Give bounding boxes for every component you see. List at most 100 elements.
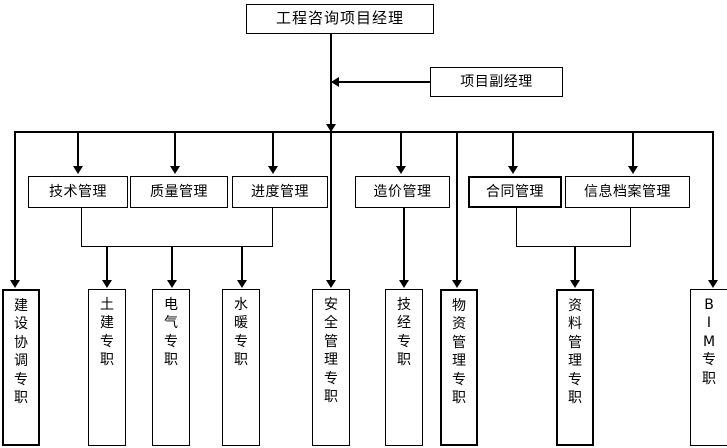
stem-bus-to-safety [330, 131, 332, 283]
arrowhead-to-bim [708, 280, 718, 288]
arrowhead-to-quality [170, 166, 180, 174]
node-department-cost: 造价管理 [355, 176, 450, 208]
stem-bus-to-bim [712, 131, 714, 283]
stem-bus-to-cost [400, 131, 402, 168]
drop-schedule-to-mergebus [272, 208, 273, 247]
arrowhead-to-info-archive [628, 166, 638, 174]
vertical-label-char: M [702, 333, 716, 350]
vertical-label-char: 专 [100, 333, 114, 350]
stem-bus-to-tech [77, 131, 79, 168]
node-staff-hvac: 水暖专职 [222, 289, 260, 446]
node-deputy-manager: 项目副经理 [430, 67, 563, 97]
mergebus-left [81, 246, 273, 247]
vertical-label-char: 职 [164, 352, 178, 369]
vertical-label-char: 经 [397, 315, 411, 332]
stem-mergebus-to-documents [574, 246, 576, 283]
arrowhead-to-technical-economics [399, 280, 409, 288]
vertical-label-char: 专 [164, 333, 178, 350]
node-staff-hvac-label: 水暖专职 [223, 296, 259, 370]
arrowhead-to-hvac [237, 280, 247, 288]
vertical-label-char: 职 [234, 352, 248, 369]
vertical-label-char: 专 [324, 370, 338, 387]
node-department-schedule: 进度管理 [232, 176, 328, 208]
vertical-label-char: 建 [100, 315, 114, 332]
drop-info-archive-to-mergebus [630, 208, 631, 247]
arrowhead-to-documents [570, 280, 580, 288]
vertical-label-char: 土 [100, 297, 114, 313]
vertical-label-char: 电 [164, 297, 178, 313]
stem-bus-to-schedule [272, 131, 274, 168]
node-staff-documents: 资料管理专职 [556, 289, 594, 446]
stem-bus-to-materials [456, 131, 458, 283]
vertical-label-char: 职 [324, 389, 338, 406]
vertical-label-char: 安 [324, 297, 338, 313]
arrowhead-to-contract [508, 166, 518, 174]
vertical-label-char: 职 [702, 370, 716, 387]
node-staff-civil: 土建专职 [88, 289, 126, 446]
vertical-label-char: 理 [452, 353, 466, 370]
vertical-label-char: 职 [568, 390, 582, 407]
vertical-label-char: 职 [14, 390, 28, 407]
node-staff-construction-coordination: 建设协调专职 [2, 289, 40, 446]
vertical-label-char: 专 [702, 352, 716, 369]
stem-bus-to-info-archive [632, 131, 634, 168]
node-department-schedule-label: 进度管理 [251, 183, 309, 200]
vertical-label-char: 职 [100, 352, 114, 369]
stem-mergebus-to-hvac [241, 246, 243, 283]
arrowhead-spine-to-bus [326, 124, 336, 132]
mergebus-right [516, 246, 631, 247]
node-staff-materials-label: 物资管理专职 [442, 297, 476, 408]
arrowhead-to-electrical [167, 280, 177, 288]
node-department-quality-label: 质量管理 [150, 183, 208, 200]
connector-deputy-to-spine [338, 81, 431, 83]
arrowhead-to-tech [73, 166, 83, 174]
arrowhead-deputy-to-spine [331, 77, 339, 87]
stem-bus-to-quality [174, 131, 176, 168]
drop-contract-to-mergebus [516, 208, 517, 247]
arrowhead-to-cost [396, 166, 406, 174]
node-staff-electrical-label: 电气专职 [153, 296, 189, 370]
vertical-label-char: 料 [568, 316, 582, 333]
vertical-label-char: 专 [397, 333, 411, 350]
vertical-label-char: 全 [324, 315, 338, 332]
node-project-manager-label: 工程咨询项目经理 [275, 9, 404, 28]
vertical-label-char: 管 [452, 334, 466, 351]
node-deputy-manager-label: 项目副经理 [460, 73, 533, 90]
node-staff-technical-economics-label: 技经专职 [386, 296, 422, 370]
node-staff-civil-label: 土建专职 [89, 296, 125, 370]
vertical-label-char: 气 [164, 315, 178, 332]
vertical-label-char: 管 [568, 334, 582, 351]
arrowhead-to-civil [102, 280, 112, 288]
node-department-info-archive: 信息档案管理 [565, 176, 690, 208]
node-staff-electrical: 电气专职 [152, 289, 190, 446]
vertical-label-char: 协 [14, 334, 28, 351]
vertical-label-char: I [706, 315, 712, 332]
vertical-label-char: 专 [14, 371, 28, 388]
drop-tech-to-mergebus [81, 208, 82, 247]
vertical-label-char: 专 [234, 333, 248, 350]
vertical-label-char: B [704, 297, 714, 313]
arrowhead-to-construction-coordination [10, 280, 20, 288]
node-staff-safety: 安全管理专职 [312, 289, 350, 446]
vertical-label-char: 专 [568, 371, 582, 388]
vertical-label-char: 资 [452, 316, 466, 333]
vertical-label-char: 设 [14, 316, 28, 333]
stem-mergebus-to-electrical [171, 246, 173, 283]
node-department-contract: 合同管理 [468, 176, 562, 208]
arrowhead-to-safety [326, 280, 336, 288]
arrowhead-to-schedule [268, 166, 278, 174]
vertical-label-char: 管 [324, 333, 338, 350]
vertical-label-char: 水 [234, 297, 248, 313]
node-staff-safety-label: 安全管理专职 [313, 296, 349, 407]
bus-top-distribution [14, 131, 714, 133]
vertical-label-char: 建 [14, 298, 28, 314]
stem-bus-to-construction-coordination [14, 131, 16, 283]
stem-mergebus-to-civil [106, 246, 108, 283]
node-department-tech: 技术管理 [28, 176, 128, 208]
vertical-label-char: 职 [452, 390, 466, 407]
node-staff-documents-label: 资料管理专职 [558, 297, 592, 408]
vertical-label-char: 专 [452, 371, 466, 388]
